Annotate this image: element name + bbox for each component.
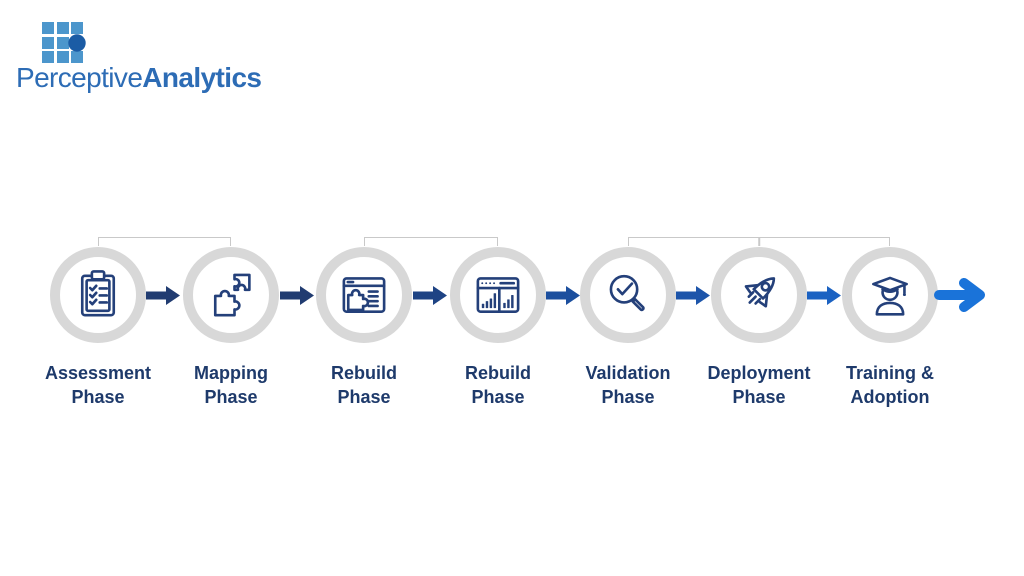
node-assessment-phase	[50, 247, 146, 343]
label-training-adoption: Training & Adoption	[845, 363, 934, 407]
bracket-mid-tick	[758, 238, 760, 246]
arrow-mapping-to-rebuild	[280, 286, 314, 305]
logo-wordmark: PerceptiveAnalytics	[16, 62, 262, 94]
arrow-assessment-to-mapping	[146, 286, 180, 305]
arrow-validation-to-deployment	[676, 286, 710, 305]
magnifier-check-icon	[609, 274, 645, 312]
node-validation-phase	[580, 247, 676, 343]
perceptive-analytics-logo: PerceptiveAnalytics	[16, 14, 262, 104]
logo-grid-icon	[42, 22, 86, 63]
arrow-rebuild-to-validation	[546, 286, 580, 305]
final-flow-arrow	[934, 278, 985, 312]
graduate-icon	[872, 276, 908, 316]
window-puzzle-icon	[342, 277, 386, 313]
bracket-group-2	[364, 237, 498, 246]
label-deployment-phase: Deployment Phase	[707, 363, 811, 407]
puzzle-pieces-icon	[213, 273, 251, 317]
node-training-adoption	[842, 247, 938, 343]
bracket-group-1	[98, 237, 231, 246]
node-rebuild-phase-2	[450, 247, 546, 343]
arrow-deployment-to-training	[807, 286, 841, 305]
arrow-rebuild-to-rebuild	[413, 286, 447, 305]
label-rebuild-phase-1: Rebuild Phase	[331, 363, 397, 407]
logo-wordmark-regular: Perceptive	[16, 62, 143, 93]
node-rebuild-phase-1	[316, 247, 412, 343]
label-assessment-phase: Assessment Phase	[44, 363, 152, 407]
bracket-group-3	[628, 237, 890, 246]
node-mapping-phase	[183, 247, 279, 343]
label-validation-phase: Validation Phase	[585, 363, 671, 407]
label-rebuild-phase-2: Rebuild Phase	[465, 363, 531, 407]
logo-wordmark-bold: Analytics	[142, 62, 262, 93]
rocket-icon	[744, 277, 776, 308]
logo-dot	[68, 33, 86, 52]
label-mapping-phase: Mapping Phase	[194, 363, 268, 407]
node-deployment-phase	[711, 247, 807, 343]
clipboard-checklist-icon	[80, 270, 116, 317]
window-bar-charts-icon	[476, 277, 520, 313]
